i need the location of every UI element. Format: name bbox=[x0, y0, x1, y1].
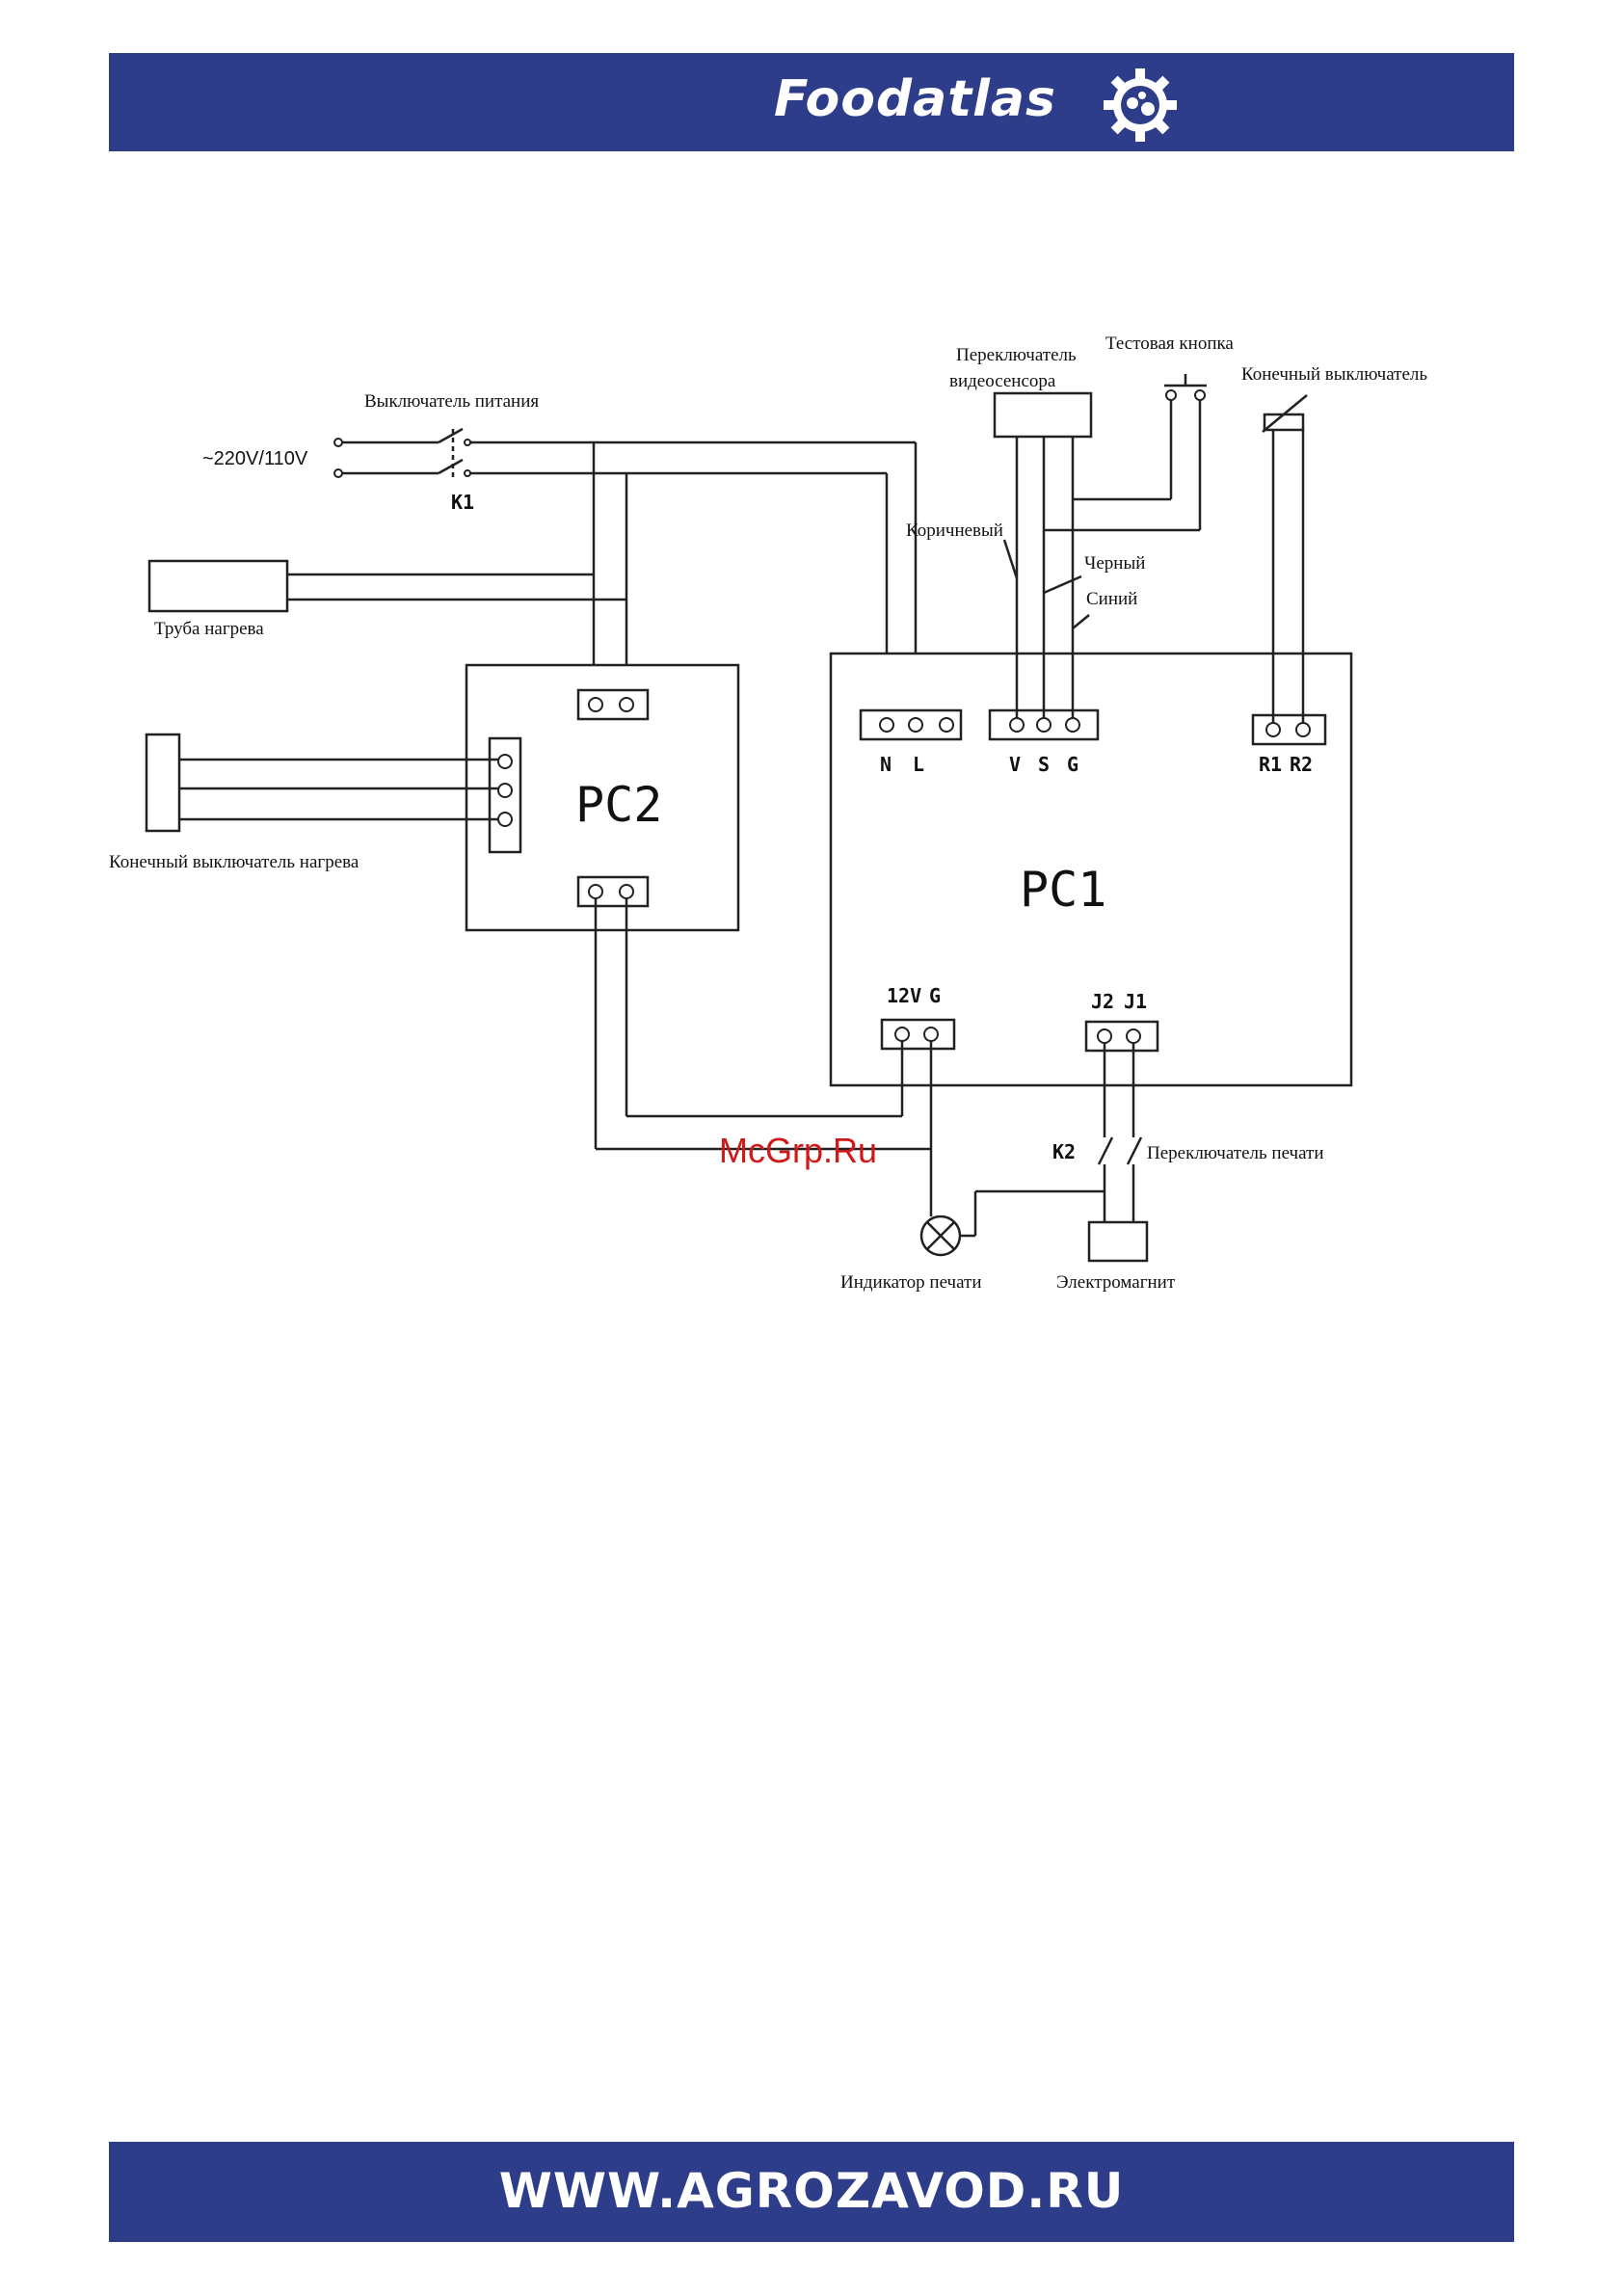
k1-contact bbox=[439, 460, 463, 473]
print-switch-label: Переключатель печати bbox=[1147, 1143, 1324, 1163]
pin-s-label: S bbox=[1038, 753, 1050, 776]
video-sensor-switch-label: видеосенсора bbox=[949, 371, 1056, 391]
power-switch-label: Выключатель питания bbox=[364, 391, 539, 412]
wire-brown-leader bbox=[1004, 540, 1017, 578]
footer-site-link[interactable]: WWW.AGROZAVOD.RU bbox=[109, 2163, 1514, 2219]
wire-black-label: Черный bbox=[1084, 553, 1145, 574]
pin-j2-label: J2 bbox=[1091, 990, 1114, 1013]
k1-label: K1 bbox=[451, 491, 474, 514]
pin-j1-label: J1 bbox=[1124, 990, 1147, 1013]
pin-r2-label: R2 bbox=[1290, 753, 1313, 776]
k1-contact bbox=[439, 429, 463, 442]
heating-tube-label: Труба нагрева bbox=[154, 619, 264, 639]
heating-limit-switch-label: Конечный выключатель нагрева bbox=[109, 852, 359, 872]
pin-g2-label: G bbox=[929, 984, 941, 1007]
terminal bbox=[589, 698, 602, 711]
pin-g-label: G bbox=[1067, 753, 1078, 776]
terminal bbox=[1127, 1029, 1140, 1043]
pin-l-label: L bbox=[913, 753, 924, 776]
k2-contact bbox=[1128, 1137, 1141, 1164]
terminal bbox=[1098, 1029, 1111, 1043]
terminal bbox=[498, 755, 512, 768]
k1-terminal bbox=[465, 440, 470, 445]
pin-v-label: V bbox=[1009, 753, 1021, 776]
wire-blue-leader bbox=[1073, 615, 1089, 628]
watermark-text: McGrp.Ru bbox=[719, 1131, 877, 1170]
pin-n-label: N bbox=[880, 753, 892, 776]
video-sensor-switch-label: Переключатель bbox=[956, 345, 1077, 365]
power-input-terminal bbox=[334, 439, 342, 446]
wire-black-leader bbox=[1044, 576, 1081, 593]
power-input-terminal bbox=[334, 469, 342, 477]
terminal bbox=[589, 885, 602, 898]
terminal bbox=[1296, 723, 1310, 736]
terminal bbox=[620, 698, 633, 711]
pin-12v-label: 12V bbox=[887, 984, 921, 1007]
test-button-contact bbox=[1166, 390, 1176, 400]
k1-terminal bbox=[465, 470, 470, 476]
terminal bbox=[909, 718, 922, 732]
terminal bbox=[620, 885, 633, 898]
print-indicator-label: Индикатор печати bbox=[840, 1272, 982, 1293]
test-button-label: Тестовая кнопка bbox=[1105, 334, 1234, 354]
wire-brown-label: Коричневый bbox=[906, 521, 1003, 541]
footer-banner: WWW.AGROZAVOD.RU bbox=[109, 2142, 1514, 2242]
video-sensor-switch bbox=[995, 393, 1091, 437]
limit-switch bbox=[1265, 414, 1303, 430]
heating-tube bbox=[149, 561, 287, 611]
electromagnet bbox=[1089, 1222, 1147, 1261]
pc1-limit-connector bbox=[1253, 715, 1325, 744]
electromagnet-label: Электромагнит bbox=[1056, 1272, 1176, 1293]
wire-blue-label: Синий bbox=[1086, 589, 1137, 609]
terminal bbox=[1037, 718, 1051, 732]
k2-contact bbox=[1099, 1137, 1112, 1164]
terminal bbox=[498, 784, 512, 797]
power-supply-label: ~220V/110V bbox=[202, 448, 308, 469]
terminal bbox=[924, 1028, 938, 1041]
terminal bbox=[1010, 718, 1024, 732]
test-button-contact bbox=[1195, 390, 1205, 400]
terminal bbox=[498, 813, 512, 826]
k2-label: K2 bbox=[1052, 1140, 1076, 1163]
terminal bbox=[880, 718, 893, 732]
pc1-12v-connector bbox=[882, 1020, 954, 1049]
terminal bbox=[940, 718, 953, 732]
terminal bbox=[1066, 718, 1079, 732]
pc1-label: PC1 bbox=[1020, 862, 1106, 918]
limit-switch-label: Конечный выключатель bbox=[1241, 364, 1427, 385]
pc2-label: PC2 bbox=[575, 777, 662, 833]
pin-r1-label: R1 bbox=[1259, 753, 1282, 776]
terminal bbox=[895, 1028, 909, 1041]
heating-limit-switch bbox=[146, 734, 179, 831]
terminal bbox=[1266, 723, 1280, 736]
